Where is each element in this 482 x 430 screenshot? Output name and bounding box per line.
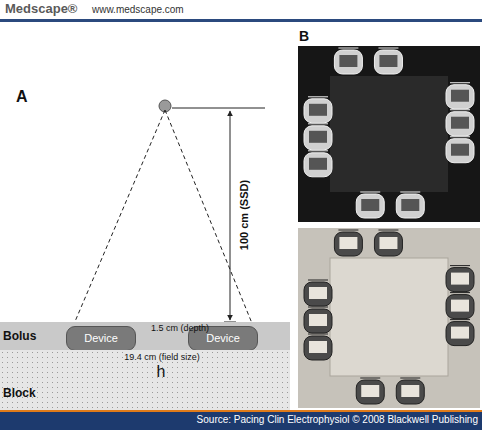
device-photo	[298, 228, 480, 408]
pacemaker-device	[356, 192, 384, 218]
pacemaker-device	[446, 83, 474, 109]
node-label: Device	[201, 332, 245, 345]
pacemaker-device	[304, 124, 332, 150]
pacemaker-device	[396, 378, 424, 404]
beam-edge	[165, 110, 258, 338]
pacemaker-device	[304, 307, 332, 333]
dimension-label: 1.5 cm (depth)	[151, 323, 209, 333]
xray-photo	[298, 46, 480, 222]
pacemaker-device	[374, 48, 402, 74]
node-label: Device	[79, 332, 123, 345]
node-label: Block	[3, 386, 287, 400]
ssd-reference-line	[172, 108, 265, 109]
device-box: Device	[66, 326, 136, 351]
pacemaker-device	[446, 137, 474, 163]
pacemaker-device	[374, 230, 402, 256]
pacemaker-device	[396, 192, 424, 218]
dimension-label: 19.4 cm (field size)	[124, 352, 200, 362]
dimension-label: 100 cm (SSD)	[238, 180, 251, 250]
pacemaker-device	[446, 320, 474, 346]
panel-letter: B	[299, 28, 309, 44]
pacemaker-device	[304, 151, 332, 177]
pacemaker-device	[304, 280, 332, 306]
footer-bar	[0, 412, 482, 430]
pacemaker-device	[446, 110, 474, 136]
pacemaker-device	[334, 230, 362, 256]
dimension-label: h	[157, 363, 166, 381]
publisher-logo: Medscape®	[5, 2, 77, 17]
pacemaker-device	[304, 334, 332, 360]
beam-edge	[68, 110, 165, 338]
header-rule	[0, 19, 482, 22]
footer-rule	[0, 410, 482, 412]
pacemaker-device	[446, 293, 474, 319]
pacemaker-device	[304, 97, 332, 123]
panel-letter: A	[16, 88, 28, 106]
url: www.medscape.com	[92, 4, 184, 16]
header-bar	[0, 0, 482, 19]
pacemaker-device	[334, 48, 362, 74]
source-caption: Source: Pacing Clin Electrophysiol © 200…	[197, 414, 478, 426]
bolus-layer: BolusDeviceDevice	[0, 322, 290, 350]
pacemaker-device	[356, 378, 384, 404]
ssd-dimension	[230, 111, 231, 320]
pacemaker-device	[446, 266, 474, 292]
